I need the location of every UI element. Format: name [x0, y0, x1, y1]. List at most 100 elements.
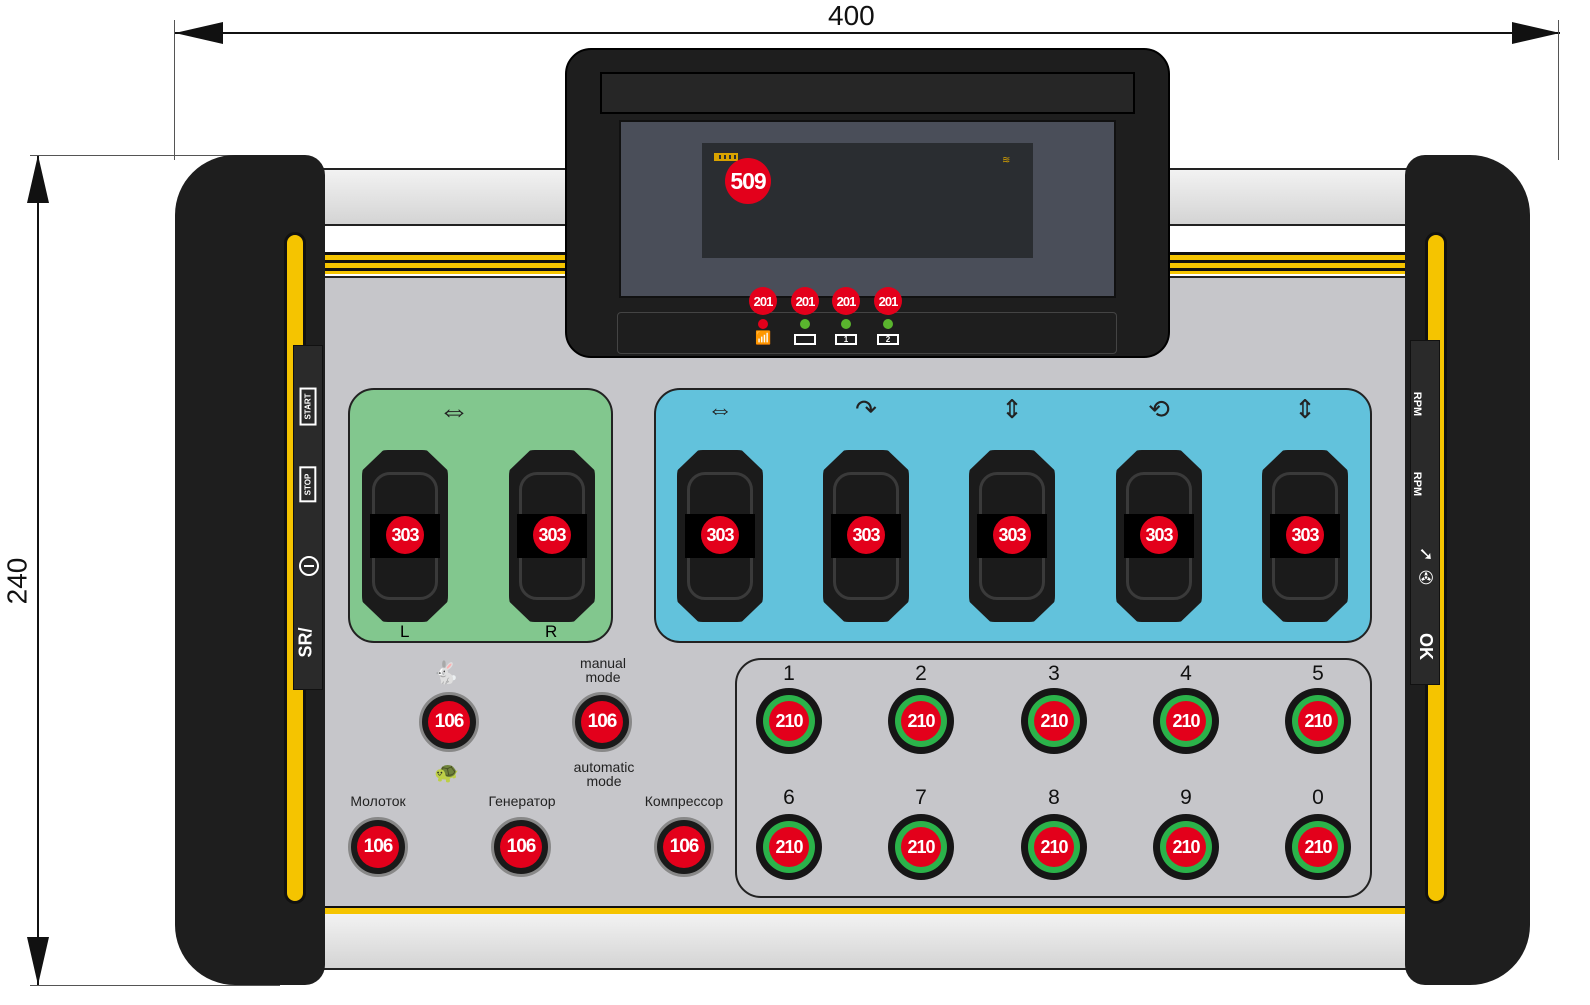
left-button-strip: [293, 345, 323, 690]
key-label: 4: [1180, 662, 1192, 685]
power-button[interactable]: [299, 556, 319, 576]
manual-mode-label: manual mode: [580, 655, 626, 685]
left-track-label: L: [400, 622, 410, 641]
key-callout: 210: [1166, 701, 1206, 741]
button-callout: 106: [581, 701, 623, 743]
boom-function-icon: ⇕: [1294, 394, 1316, 424]
keypad-key[interactable]: 210: [1153, 688, 1219, 754]
fan-icon: ✇: [1418, 568, 1434, 588]
battery-2-icon: 2: [877, 334, 899, 345]
key-label: 5: [1312, 662, 1324, 685]
height-dimension-line: [37, 155, 39, 985]
generator-label: Генератор: [488, 793, 556, 809]
joystick-callout: 303: [533, 516, 571, 554]
rabbit-fast-icon: 🐇: [432, 660, 460, 685]
keypad-key[interactable]: 210: [1285, 688, 1351, 754]
button-callout: 106: [428, 701, 470, 743]
width-arrow-right: [1512, 22, 1560, 44]
boom-function-icon: ⇕: [1001, 394, 1023, 424]
key-callout: 210: [769, 827, 809, 867]
rpm-down-button[interactable]: RPM: [1411, 471, 1424, 497]
width-arrow-left: [175, 22, 223, 44]
joystick-callout: 303: [701, 516, 739, 554]
battery-level-icon: [714, 153, 738, 161]
led-callout: 201: [832, 287, 860, 315]
height-label: 240: [1, 557, 33, 605]
keypad-key[interactable]: 210: [888, 814, 954, 880]
rpm-up-button[interactable]: RPM: [1411, 391, 1424, 417]
stop-engine-button[interactable]: STOP: [299, 466, 317, 503]
keypad-key[interactable]: 210: [756, 688, 822, 754]
battery-1-icon: 1: [835, 334, 857, 345]
joystick-callout: 303: [1286, 516, 1324, 554]
keypad-key[interactable]: 210: [888, 688, 954, 754]
sr-horn-button[interactable]: SR/: [295, 627, 316, 658]
automatic-mode-label: automatic mode: [573, 759, 635, 789]
led-callout: 201: [791, 287, 819, 315]
hammer-button[interactable]: 106: [348, 817, 408, 877]
key-label: 9: [1180, 786, 1192, 809]
boom-function-icon: ⇔: [707, 394, 733, 424]
battery-icon: [794, 334, 816, 345]
key-callout: 210: [769, 701, 809, 741]
key-label: 6: [783, 786, 795, 809]
width-dimension-line: [175, 32, 1560, 34]
led-callout: 201: [874, 287, 902, 315]
key-label: 1: [783, 662, 795, 685]
button-callout: 106: [500, 826, 542, 868]
keypad-key[interactable]: 210: [1021, 814, 1087, 880]
boom-function-icon: ↷: [855, 394, 877, 424]
power-icon: [304, 565, 314, 567]
joystick-callout: 303: [386, 516, 424, 554]
key-label: 7: [915, 786, 927, 809]
key-callout: 210: [901, 827, 941, 867]
ok-button[interactable]: OK: [1416, 633, 1436, 660]
generator-button[interactable]: 106: [491, 817, 551, 877]
key-label: 3: [1048, 662, 1060, 685]
key-callout: 210: [1166, 827, 1206, 867]
arrow-icon: ➘: [1418, 544, 1434, 564]
height-arrow-top: [27, 155, 49, 203]
joystick-callout: 303: [1140, 516, 1178, 554]
key-label: 0: [1312, 786, 1324, 809]
speed-button[interactable]: 106: [419, 692, 479, 752]
key-callout: 210: [1298, 827, 1338, 867]
key-callout: 210: [1034, 827, 1074, 867]
key-callout: 210: [901, 701, 941, 741]
compressor-label: Компрессор: [644, 793, 724, 809]
width-label: 400: [828, 0, 875, 31]
signal-icon: ≋: [1002, 155, 1011, 166]
travel-machine-icon: ⇔: [438, 392, 470, 428]
display-callout: 509: [725, 158, 771, 204]
height-arrow-bottom: [27, 937, 49, 985]
led-strip: [617, 312, 1117, 354]
led-callout: 201: [749, 287, 777, 315]
button-callout: 106: [663, 826, 705, 868]
keypad-key[interactable]: 210: [756, 814, 822, 880]
key-callout: 210: [1034, 701, 1074, 741]
right-button-strip: [1410, 340, 1440, 685]
button-callout: 106: [357, 826, 399, 868]
joystick-callout: 303: [993, 516, 1031, 554]
status-led: [883, 319, 893, 329]
wifi-icon: 📶: [755, 330, 772, 345]
status-led: [800, 319, 810, 329]
compressor-button[interactable]: 106: [654, 817, 714, 877]
boom-function-icon: ⟲: [1148, 394, 1170, 424]
numeric-keypad-panel: [735, 658, 1372, 898]
status-led: [758, 319, 768, 329]
keypad-key[interactable]: 210: [1285, 814, 1351, 880]
status-led: [841, 319, 851, 329]
joystick-3[interactable]: [677, 450, 763, 622]
hammer-label: Молоток: [350, 793, 406, 809]
bottom-handle-bar: [285, 912, 1450, 970]
keypad-key[interactable]: 210: [1153, 814, 1219, 880]
key-label: 2: [915, 662, 927, 685]
key-label: 8: [1048, 786, 1060, 809]
right-track-label: R: [545, 622, 558, 641]
fan-button[interactable]: ➘✇: [1414, 542, 1438, 592]
key-callout: 210: [1298, 701, 1338, 741]
start-engine-button[interactable]: START: [299, 387, 317, 426]
keypad-key[interactable]: 210: [1021, 688, 1087, 754]
mode-button[interactable]: 106: [572, 692, 632, 752]
